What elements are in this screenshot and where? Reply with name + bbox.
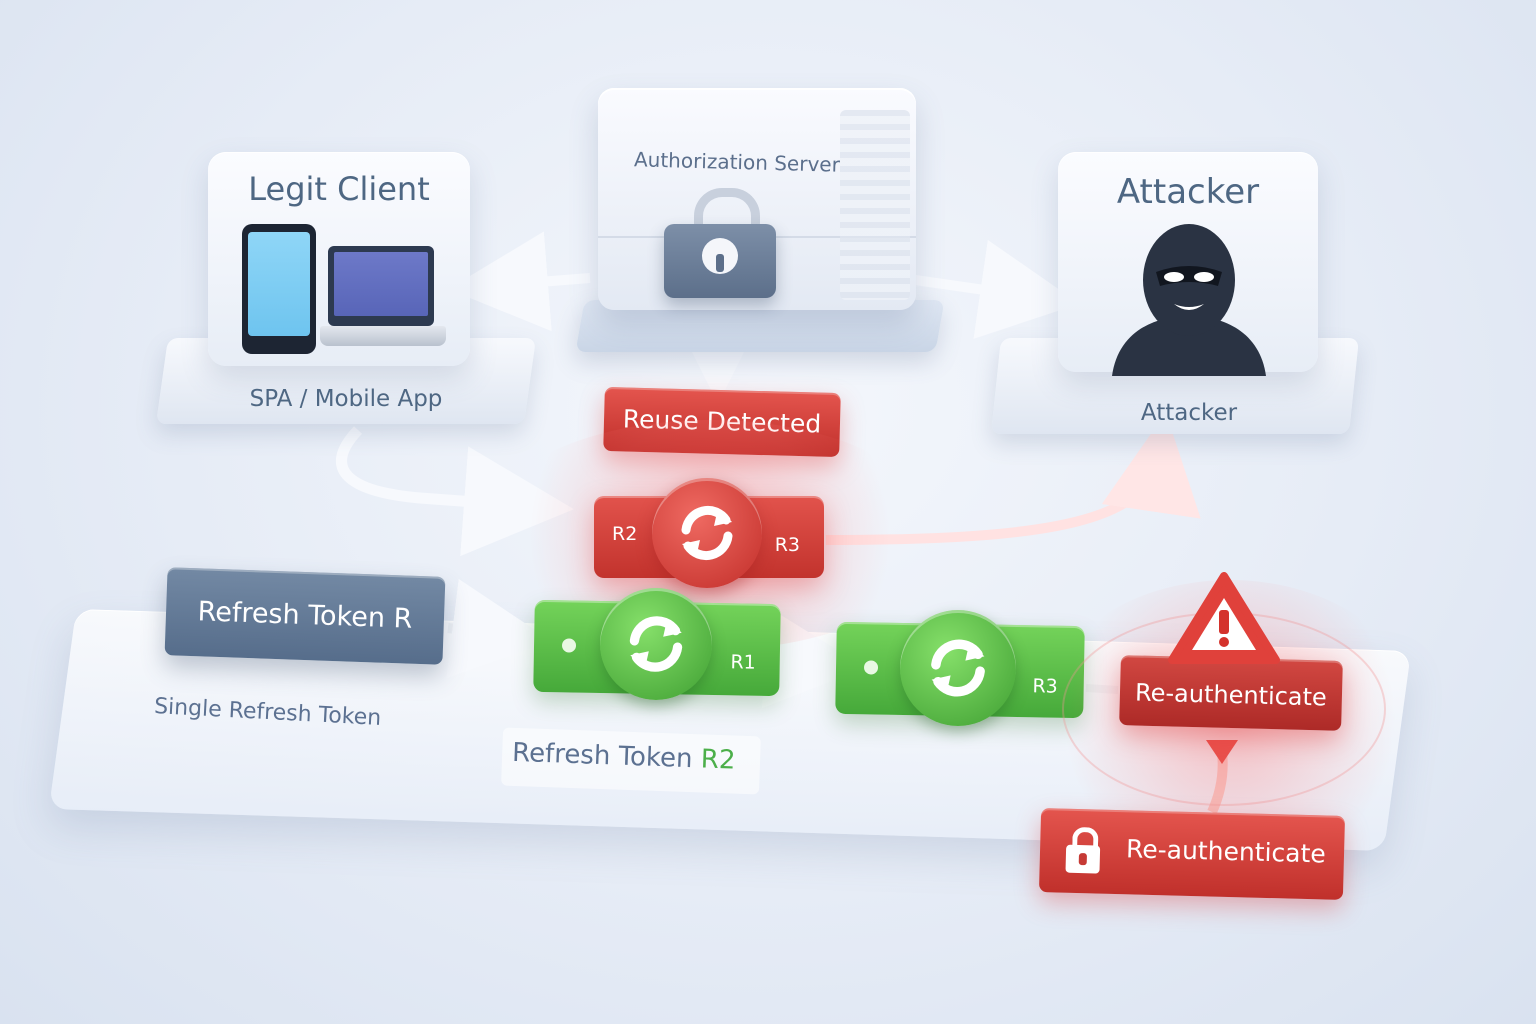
- attacker-title: Attacker: [1116, 172, 1260, 212]
- legit-client-card: Legit Client: [208, 152, 470, 366]
- red-token-left-label: R2: [612, 523, 638, 545]
- server-vent: [840, 110, 910, 300]
- token-r1-label: R1: [730, 651, 756, 674]
- warning-icon: [1168, 572, 1280, 664]
- refresh-token-r2-suffix: R2: [700, 744, 736, 776]
- token-r1-refresh-icon: [600, 588, 712, 700]
- reauthenticate-lock-badge: Re-authenticate: [1038, 808, 1346, 900]
- smartphone-icon: [242, 224, 316, 354]
- server-title: Authorization Server: [633, 147, 841, 177]
- laptop-icon: [320, 246, 454, 356]
- arrow-client-to-token: [335, 426, 574, 557]
- red-token-right-label: R3: [774, 534, 800, 556]
- refresh-token-r2-plate: Refresh Token R2: [501, 727, 761, 795]
- legit-client-title: Legit Client: [248, 170, 430, 208]
- refresh-token-r: Refresh Token R: [164, 567, 446, 665]
- legit-client-base-label: SPA / Mobile App: [249, 386, 443, 412]
- lock-icon: [1065, 826, 1101, 874]
- reauthenticate-lock-label: Re-authenticate: [1125, 834, 1327, 869]
- masked-attacker-icon: [1112, 224, 1266, 376]
- reauthenticate-badge: Re-authenticate: [1119, 655, 1343, 731]
- arrow-token-to-attacker: [825, 412, 1201, 545]
- padlock-icon: [664, 188, 780, 300]
- refresh-token-r2-label: Refresh Token R2: [512, 738, 736, 776]
- arrow-server-to-client: [448, 231, 591, 332]
- arrow-r-to-r1: [446, 578, 552, 679]
- token-r3-refresh-icon: [900, 610, 1016, 726]
- refresh-token-r2-prefix: Refresh Token: [511, 737, 702, 775]
- arrow-r1-to-r3: [761, 608, 866, 709]
- attacker-card: Attacker: [1058, 152, 1318, 376]
- attacker-base-label: Attacker: [1140, 400, 1238, 426]
- red-refresh-icon: [652, 478, 762, 588]
